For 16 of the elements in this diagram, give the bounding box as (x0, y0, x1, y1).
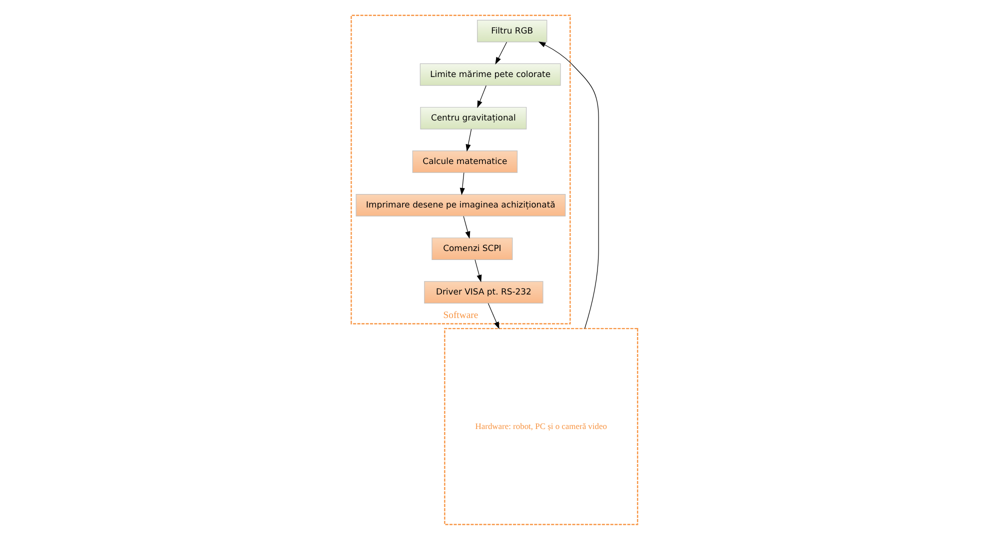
arrow (459, 172, 464, 196)
arrow (538, 42, 598, 329)
arrow (487, 303, 499, 330)
node-box: Hardware: robot, PC și o cameră video (444, 328, 638, 526)
arrow (474, 260, 482, 282)
arrow (465, 128, 472, 152)
arrow (462, 216, 470, 239)
node-box: Driver VISA pt. RS-232 (424, 281, 543, 304)
node-box: Limite mărime pete colorate (419, 63, 560, 86)
arrow (494, 42, 507, 64)
node-box: Imprimare desene pe imaginea achiziționată (355, 194, 566, 216)
node-box: Comenzi SCPI (431, 238, 512, 260)
node-box: Filtru RGB (476, 20, 547, 42)
arrow (476, 85, 486, 108)
node-box: Calcule matematice (412, 150, 518, 173)
node-box: Centru gravitațional (420, 106, 526, 130)
